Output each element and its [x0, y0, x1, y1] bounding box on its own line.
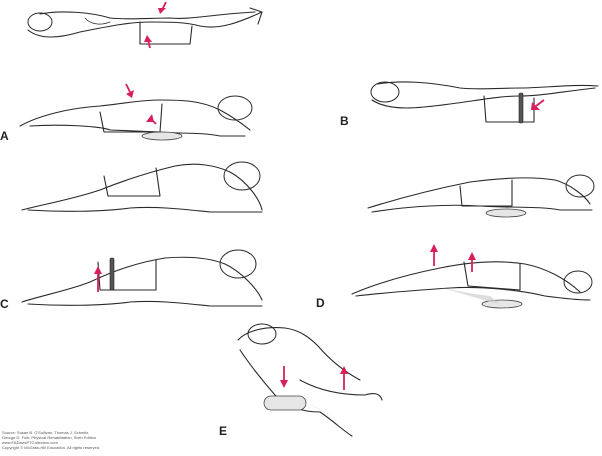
figure-b-sidelying [367, 174, 595, 218]
figure-e-foam-roller [237, 323, 383, 437]
figure-c-sidelying-band [21, 249, 263, 307]
source-line-2: George D. Fulk: Physical Rehabilitation,… [2, 435, 97, 440]
figure-b-supine-band [370, 81, 599, 124]
panel-label-e: E [219, 424, 228, 438]
source-line-3: www.FADavisPTCollection.com [2, 440, 58, 445]
figure-a-arrows [144, 1, 167, 49]
source-line-4: Copyright © McGraw-Hill Education. All r… [2, 445, 101, 450]
panel-label-a: A [0, 129, 9, 143]
panel-label-d: D [316, 296, 325, 310]
panel-label-b: B [340, 114, 349, 128]
figure-a-supine [27, 7, 263, 45]
figure-a-sidelying [19, 95, 253, 141]
figure-c-sidelying [21, 161, 263, 213]
figure-d-sidelying-lift [351, 244, 593, 309]
source-line-1: Source: Susan B. O'Sullivan, Thomas J. S… [2, 430, 90, 435]
source-credit: Source: Susan B. O'Sullivan, Thomas J. S… [2, 430, 100, 450]
panel-label-c: C [0, 297, 9, 311]
figure-a-side-arrows [125, 83, 157, 125]
